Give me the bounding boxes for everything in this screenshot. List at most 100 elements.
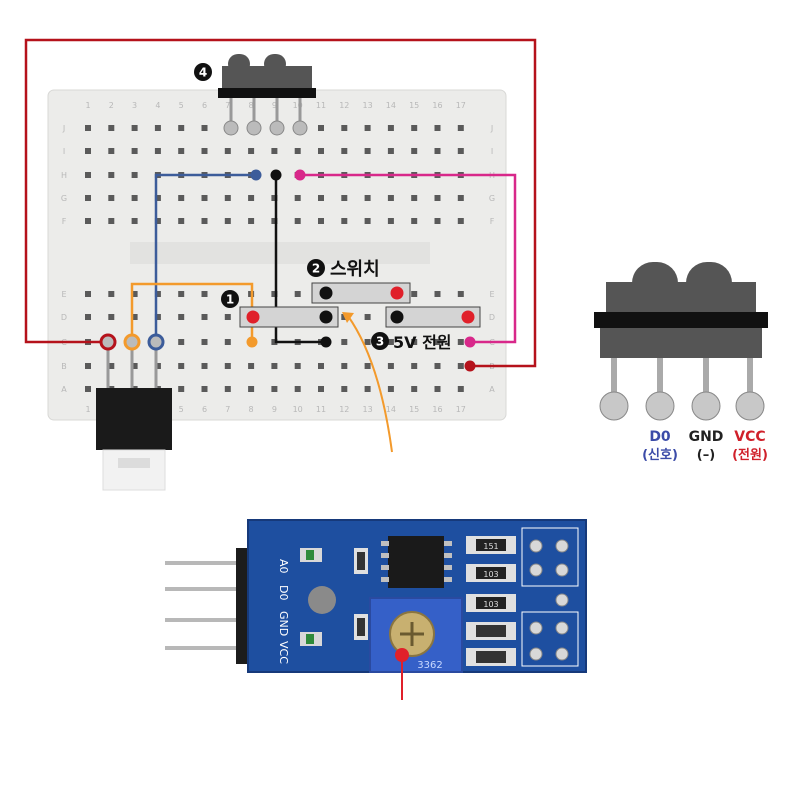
- breadboard-hole: [364, 125, 371, 131]
- breadboard-hole: [294, 386, 301, 392]
- breadboard-hole: [85, 218, 91, 224]
- marker-4: 4: [194, 63, 212, 81]
- breadboard-hole: [131, 125, 138, 131]
- breadboard-hole: [411, 218, 418, 224]
- breadboard-hole: [178, 148, 185, 154]
- breadboard-hole: [434, 218, 441, 224]
- breadboard-hole: [131, 195, 138, 201]
- breadboard-hole: [131, 363, 138, 369]
- breadboard-hole: [434, 291, 441, 297]
- breadboard-hole: [178, 386, 185, 392]
- breadboard-hole: [434, 339, 441, 345]
- chip-label-3: 103: [483, 600, 498, 609]
- breadboard-hole: [85, 314, 91, 320]
- breadboard-hole: [364, 195, 371, 201]
- breadboard-hole: [85, 125, 91, 131]
- silk-pin-vcc: VCC: [277, 641, 290, 664]
- sensor-module-pcb: A0 D0 GND VCC 151 103: [165, 519, 587, 700]
- breadboard-row-letter: G: [489, 194, 495, 203]
- breadboard-hole: [178, 195, 185, 201]
- breadboard-hole: [154, 363, 161, 369]
- breadboard-column-number: 8: [249, 405, 254, 414]
- breadboard-hole: [364, 363, 371, 369]
- breadboard-column-number: 4: [155, 101, 160, 110]
- breadboard-column-number: 7: [225, 405, 230, 414]
- breadboard-row-letter: B: [61, 362, 67, 371]
- breadboard-hole: [224, 386, 231, 392]
- red-wire: [24, 38, 537, 368]
- breadboard-column-number: 14: [386, 405, 396, 414]
- wire-end-dots: [246, 169, 476, 372]
- breadboard-hole: [411, 339, 418, 345]
- breadboard-hole: [271, 218, 278, 224]
- breadboard-hole: [201, 314, 208, 320]
- breadboard-column-number: 7: [225, 101, 230, 110]
- breadboard-hole: [108, 125, 115, 131]
- breadboard-row-letter: A: [489, 385, 495, 394]
- breadboard-hole: [387, 363, 394, 369]
- breadboard-hole: [131, 148, 138, 154]
- breadboard-hole: [271, 148, 278, 154]
- breadboard-column-number: 17: [456, 101, 466, 110]
- breadboard-hole: [131, 218, 138, 224]
- marker-3: 3: [371, 332, 389, 350]
- breadboard-hole: [457, 195, 464, 201]
- breadboard-hole: [411, 148, 418, 154]
- sensor-pin-labels: D0 (신호) GND (–) VCC (전원): [642, 429, 768, 463]
- breadboard-hole: [224, 314, 231, 320]
- breadboard-hole: [364, 386, 371, 392]
- black-wire: [274, 175, 326, 344]
- breadboard-column-number: 1: [85, 101, 90, 110]
- svg-text:4: 4: [199, 66, 207, 80]
- breadboard-column-number: 12: [339, 405, 349, 414]
- breadboard-hole: [411, 291, 418, 297]
- svg-text:2: 2: [312, 262, 320, 276]
- breadboard-hole: [131, 314, 138, 320]
- regulator-component: [96, 333, 172, 491]
- breadboard-hole: [341, 125, 348, 131]
- breadboard-column-number: 15: [409, 405, 419, 414]
- breadboard-hole: [248, 386, 255, 392]
- breadboard-column-number: 9: [272, 405, 277, 414]
- breadboard-hole: [341, 386, 348, 392]
- breadboard-row-letter: A: [61, 385, 67, 394]
- breadboard-hole: [294, 148, 301, 154]
- switch-component: [311, 282, 411, 304]
- breadboard-hole: [318, 363, 324, 369]
- breadboard-column-number: 11: [316, 405, 326, 414]
- breadboard-hole: [434, 386, 441, 392]
- breadboard-hole: [224, 218, 231, 224]
- breadboard-hole: [411, 195, 418, 201]
- breadboard-hole: [201, 195, 208, 201]
- breadboard-hole: [154, 125, 161, 131]
- breadboard-hole: [434, 148, 441, 154]
- ir-sensor-small: [218, 54, 316, 136]
- breadboard-column-number: 1: [85, 405, 90, 414]
- breadboard-hole: [457, 125, 464, 131]
- breadboard-hole: [108, 195, 115, 201]
- pin-desc-d0: (신호): [642, 448, 678, 463]
- breadboard-hole: [294, 218, 301, 224]
- breadboard-hole: [318, 125, 324, 131]
- breadboard-hole: [248, 218, 255, 224]
- breadboard-hole: [201, 291, 208, 297]
- breadboard-hole: [154, 195, 161, 201]
- breadboard-column-number: 11: [316, 101, 326, 110]
- breadboard-hole: [108, 291, 115, 297]
- pin-label-gnd: GND: [689, 429, 724, 445]
- breadboard-hole: [271, 363, 278, 369]
- breadboard-hole: [457, 339, 464, 345]
- breadboard-hole: [318, 218, 324, 224]
- breadboard-hole: [318, 195, 324, 201]
- breadboard-hole: [457, 148, 464, 154]
- pointer-arrow: [342, 312, 393, 453]
- pin-label-vcc: VCC: [734, 429, 765, 445]
- silk-pin-a0: A0: [277, 559, 290, 574]
- breadboard-column-number: 10: [293, 405, 303, 414]
- breadboard-hole: [341, 148, 348, 154]
- breadboard-hole: [85, 363, 91, 369]
- breadboard-hole: [178, 363, 185, 369]
- breadboard-hole: [387, 339, 394, 345]
- breadboard-row-letter: E: [489, 290, 494, 299]
- breadboard-hole: [271, 386, 278, 392]
